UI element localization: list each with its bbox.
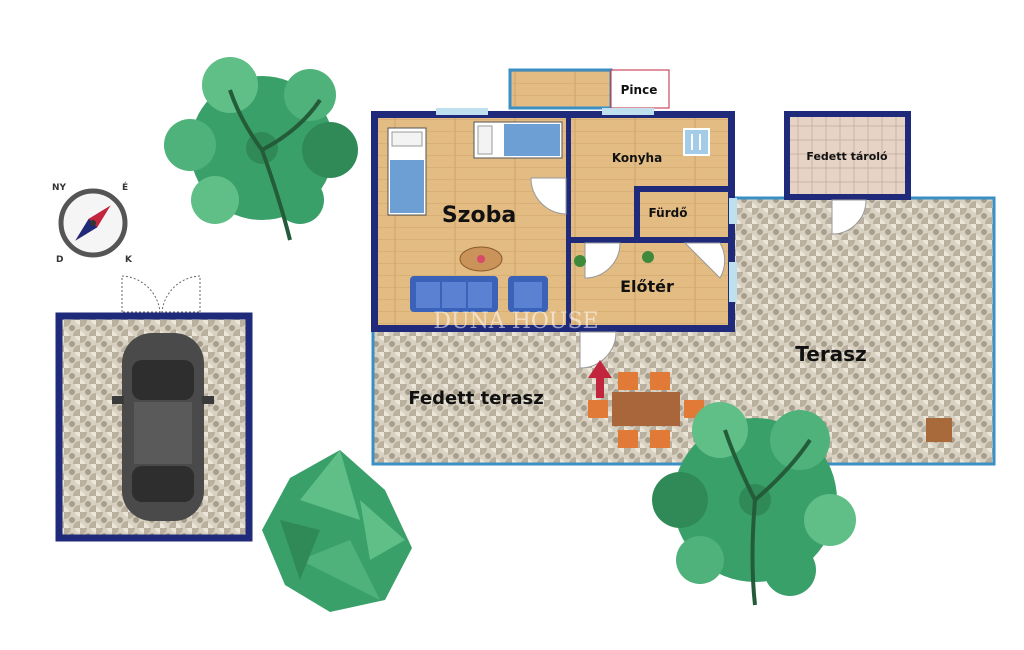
garage-door — [121, 275, 201, 313]
szoba-door — [530, 177, 567, 215]
eloter-door-left — [584, 242, 621, 279]
fedett-terasz-label: Fedett terasz — [408, 388, 543, 409]
armchair — [508, 276, 548, 312]
pince-railing — [610, 69, 670, 109]
tree-top-left — [164, 57, 358, 241]
wall-konyha-eloter — [566, 237, 730, 243]
wall-furdo-left — [634, 186, 640, 238]
dining-set — [588, 372, 704, 448]
storage-door — [831, 199, 867, 235]
window-konyha-top — [602, 108, 654, 115]
bed-single-top — [473, 121, 563, 159]
window-furdo-right — [729, 198, 737, 224]
compass-e: É — [122, 181, 128, 193]
compass-n: NY — [52, 183, 67, 193]
furdo-room — [640, 192, 728, 237]
compass — [58, 188, 128, 258]
compass-w: K — [125, 255, 133, 265]
eloter-label: Előtér — [620, 277, 674, 296]
entrance-door — [579, 331, 617, 369]
fedett-tarolo-label: Fedett tároló — [806, 150, 888, 163]
compass-s: D — [56, 255, 63, 265]
pince-label: Pince — [621, 83, 658, 97]
plant-hall-right — [642, 251, 654, 263]
sofa — [410, 276, 498, 312]
terasz-label: Terasz — [795, 342, 866, 366]
fedett-tarolo-room — [784, 111, 911, 200]
szoba-label: Szoba — [442, 203, 516, 228]
furdo-label: Fürdő — [649, 206, 688, 220]
terrace-planter-box — [926, 418, 952, 442]
tree-bottom-right — [652, 402, 856, 606]
bed-single-left — [387, 127, 427, 216]
watermark-text: DUNA HOUSE — [433, 309, 598, 334]
wall-konyha-furdo — [634, 186, 730, 192]
window-eloter-right — [729, 262, 737, 302]
bush-bottom-center — [262, 450, 412, 612]
car — [112, 333, 214, 521]
pince-stairs — [508, 68, 613, 110]
kitchen-sink — [683, 128, 710, 156]
coffee-table — [459, 246, 503, 272]
wall-szoba-right — [566, 118, 571, 325]
konyha-label: Konyha — [612, 151, 662, 165]
entry-arrow — [588, 360, 612, 398]
eloter-door-right — [683, 242, 726, 279]
plant-hall-left — [574, 255, 586, 267]
window-szoba-top — [436, 108, 488, 115]
